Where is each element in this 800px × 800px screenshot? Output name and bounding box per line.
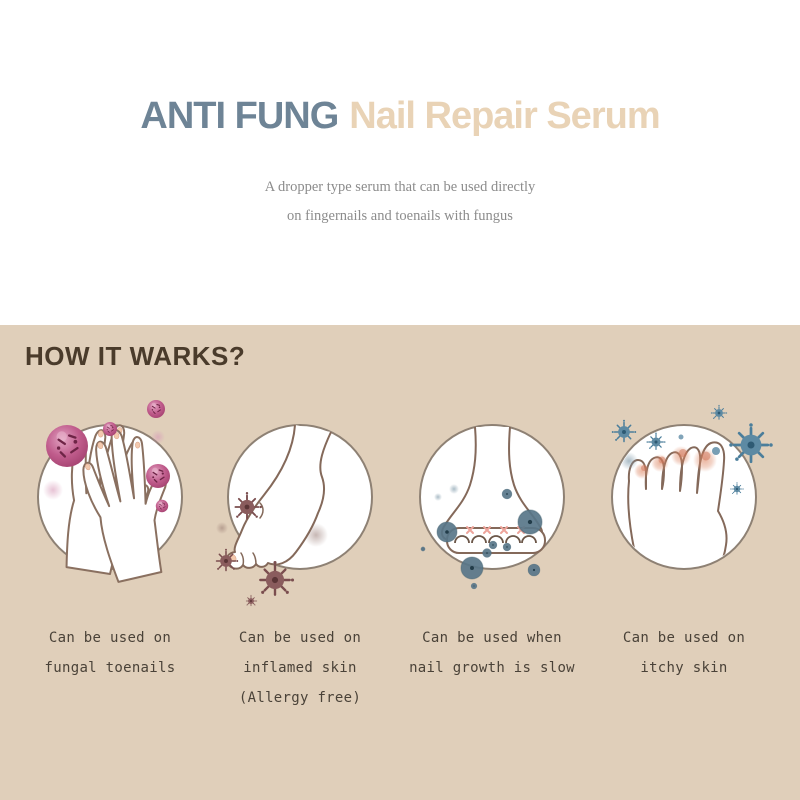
inflamed-spots	[641, 449, 711, 471]
usage-item-inflamed-skin: Can be used on inflamed skin (Allergy fr…	[200, 397, 400, 713]
fungus-spore-icon	[527, 563, 541, 577]
usage-caption: Can be used on inflamed skin (Allergy fr…	[238, 630, 362, 706]
usage-caption: Can be used when nail growth is slow	[409, 630, 575, 676]
fungus-spore-icon	[501, 488, 513, 500]
usage-item-itchy-skin: Can be used on itchy skin	[584, 397, 784, 713]
usage-item-fungal-toenails: Can be used on fungal toenails	[10, 397, 210, 713]
fungus-germ-icon	[44, 423, 90, 469]
how-it-works-heading: HOW IT WARKS?	[25, 341, 246, 371]
toes-itchy-illustration	[610, 404, 775, 570]
product-subtitle-line2: on fingernails and toenails with fungus	[287, 207, 513, 224]
fungus-germ-icon	[146, 399, 166, 419]
virus-dot	[712, 447, 720, 455]
fungus-spore-icon	[488, 540, 498, 550]
fungus-spore-icon	[502, 542, 512, 552]
virus-dot	[678, 434, 684, 440]
fungus-spore-icon	[436, 521, 458, 543]
illustration-row: Can be used on fungal toenails	[0, 397, 800, 713]
foot-side-shape	[225, 424, 332, 570]
product-subtitle-line1: A dropper type serum that can be used di…	[264, 178, 536, 195]
usage-caption: Can be used on itchy skin	[622, 630, 746, 676]
hands-with-fungus-illustration	[37, 399, 187, 586]
product-title-product: Nail Repair Serum	[349, 95, 660, 137]
product-title-brand: ANTI FUNG	[140, 95, 339, 137]
usage-caption: Can be used on fungal toenails	[44, 630, 176, 676]
fungus-spore-icon	[482, 548, 492, 558]
fungus-germ-icon	[145, 463, 171, 489]
fungus-germ-icon	[155, 499, 169, 513]
fungus-spore-icon	[460, 556, 484, 580]
virus-icon	[610, 418, 638, 443]
usage-item-slow-nail-growth: Can be used when nail growth is slow	[392, 397, 592, 713]
how-it-works-section: HOW IT WARKS? Can be used on	[0, 325, 800, 800]
virus-icon	[710, 404, 728, 420]
foot-front-nail-growth-illustration	[419, 424, 565, 590]
fungus-spore-icon	[420, 546, 426, 552]
bacteria-icon	[245, 594, 258, 607]
toe-arcs	[454, 535, 537, 544]
product-subtitle: A dropper type serum that can be used di…	[0, 173, 800, 231]
foot-side-inflamed-illustration	[215, 424, 373, 607]
fungus-spore-icon	[517, 509, 543, 535]
fungus-spore-icon	[470, 582, 478, 590]
fungus-germ-icon	[102, 421, 118, 437]
